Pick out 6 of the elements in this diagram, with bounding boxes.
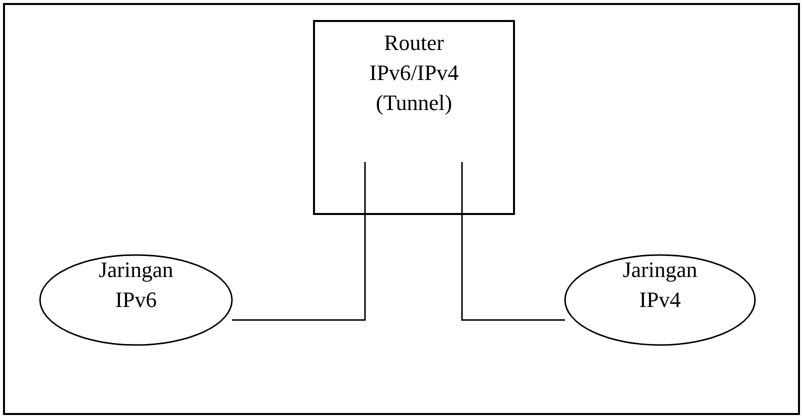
connector-line — [461, 162, 565, 321]
node-label: Router IPv6/IPv4 (Tunnel) — [368, 29, 460, 117]
connector-line — [232, 162, 366, 321]
node-label: Jaringan IPv6 — [98, 256, 174, 314]
node-label: Jaringan IPv4 — [622, 256, 698, 314]
router-box — [313, 20, 515, 215]
